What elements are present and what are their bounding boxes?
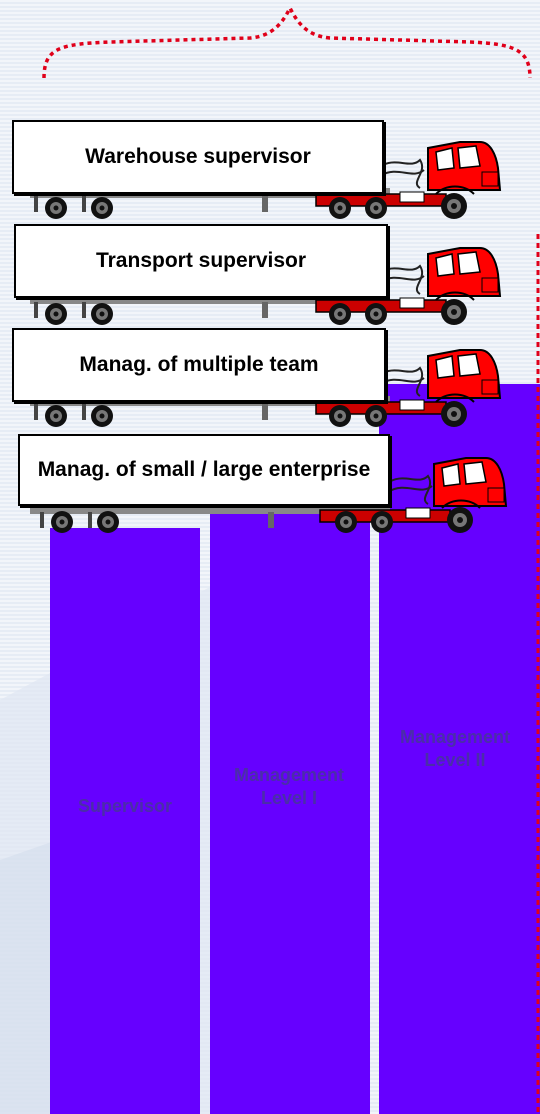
truck-label-manag-small-large-enterprise: Manag. of small / large enterprise: [18, 434, 390, 506]
bar-management-level-1: [210, 470, 370, 1114]
truck-label-warehouse-supervisor: Warehouse supervisor: [12, 120, 384, 194]
truck-4: Manag. of small / large enterprise: [0, 430, 520, 540]
bar-label-management-level-2: Management Level II: [399, 727, 511, 770]
truck-3: Manag. of multiple team: [0, 318, 520, 428]
bar-supervisor: [50, 528, 200, 1114]
truck-label-transport-supervisor: Transport supervisor: [14, 224, 388, 298]
truck-label-manag-multiple-team: Manag. of multiple team: [12, 328, 386, 402]
truck-icon: [30, 247, 502, 325]
truck-icon: [30, 457, 508, 533]
bar-label-supervisor: Supervisor: [77, 796, 173, 816]
truck-2: Transport supervisor: [0, 216, 520, 326]
truck-icon: [30, 141, 502, 219]
truck-1: Warehouse supervisor: [0, 110, 520, 220]
bar-label-management-level-1: Management Level I: [233, 765, 345, 808]
